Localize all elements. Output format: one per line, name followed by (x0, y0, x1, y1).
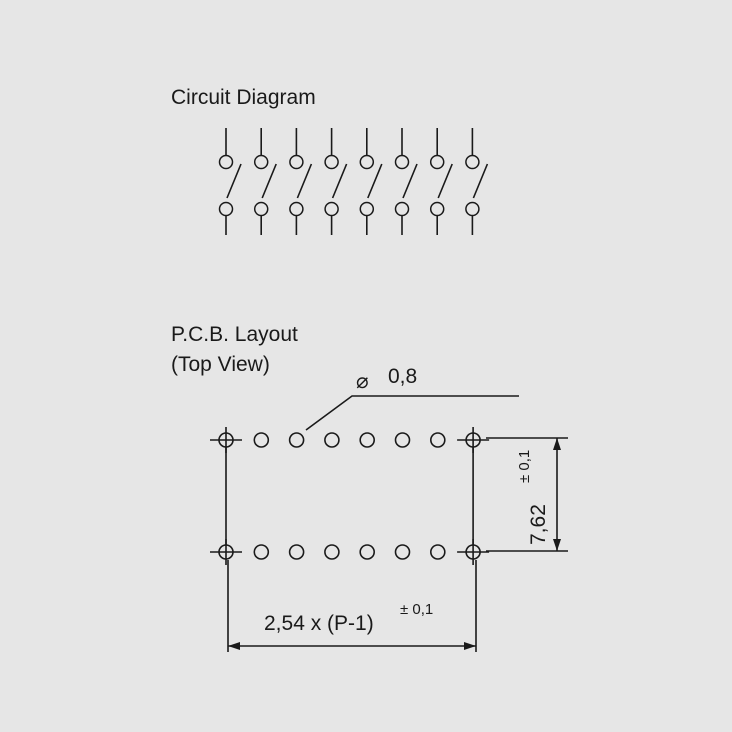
switch-3 (289, 128, 313, 235)
switch-1 (218, 128, 242, 235)
pcb-pad (429, 544, 446, 560)
switch-8 (465, 128, 489, 235)
pcb-pad (359, 544, 376, 560)
length-formula-label: 2,54 x (P-1) (264, 612, 374, 635)
switch-terminal-bottom (324, 201, 339, 217)
pcb-pad (288, 544, 305, 560)
length-tolerance-label: ± 0,1 (400, 601, 433, 618)
dip-switch-schematic (218, 128, 489, 235)
pad-row-bottom (210, 539, 490, 565)
row-spacing-arrow-top (553, 438, 561, 450)
switch-terminal-bottom (359, 201, 375, 217)
circuit-diagram-title: Circuit Diagram (171, 86, 316, 109)
diameter-leader-line (305, 395, 519, 431)
switch-terminal-bottom (253, 201, 269, 217)
pcb-layout-subtitle: (Top View) (171, 353, 270, 376)
row-spacing-arrow-bottom (553, 539, 561, 551)
switch-terminal-top (324, 154, 339, 170)
switch-terminal-top (289, 154, 304, 170)
hole-diameter-label: 0,8 (388, 365, 417, 388)
switch-terminal-top (394, 154, 410, 170)
switch-terminal-top (465, 154, 480, 170)
switch-2 (253, 128, 277, 235)
row-spacing-tolerance-label: ± 0,1 (516, 450, 533, 483)
pad-row-top (210, 427, 490, 453)
switch-contact-arm (296, 163, 313, 199)
switch-terminal-bottom (465, 201, 480, 217)
switch-contact-arm (437, 163, 453, 199)
switch-5 (359, 128, 383, 235)
switch-terminal-bottom (218, 201, 234, 217)
pcb-pad (429, 432, 446, 448)
switch-contact-arm (472, 163, 489, 199)
pcb-pad (253, 544, 270, 560)
length-arrow-right (464, 642, 476, 650)
switch-terminal-top (359, 154, 375, 170)
pcb-pad (359, 432, 376, 448)
pcb-layout-title: P.C.B. Layout (171, 323, 298, 346)
switch-4 (324, 128, 348, 235)
switch-contact-arm (331, 163, 348, 199)
switch-terminal-top (253, 154, 269, 170)
pcb-pad (253, 432, 270, 448)
diameter-symbol: ⌀ (356, 370, 369, 393)
switch-contact-arm (226, 163, 242, 199)
switch-terminal-bottom (289, 201, 304, 217)
switch-contact-arm (402, 163, 418, 199)
switch-terminal-bottom (394, 201, 410, 217)
switch-terminal-top (218, 154, 234, 170)
switch-terminal-bottom (429, 201, 445, 217)
pcb-pad (288, 432, 305, 448)
pcb-pad-rows (210, 427, 490, 565)
switch-6 (394, 128, 418, 235)
switch-contact-arm (261, 163, 277, 199)
row-spacing-label: 7,62 (527, 504, 550, 545)
switch-terminal-top (429, 154, 445, 170)
pcb-pad (394, 544, 411, 560)
switch-contact-arm (367, 163, 383, 199)
pcb-pad (324, 432, 340, 448)
pcb-pad (394, 432, 411, 448)
length-arrow-left (228, 642, 240, 650)
switch-7 (429, 128, 453, 235)
pcb-pad (324, 544, 340, 560)
